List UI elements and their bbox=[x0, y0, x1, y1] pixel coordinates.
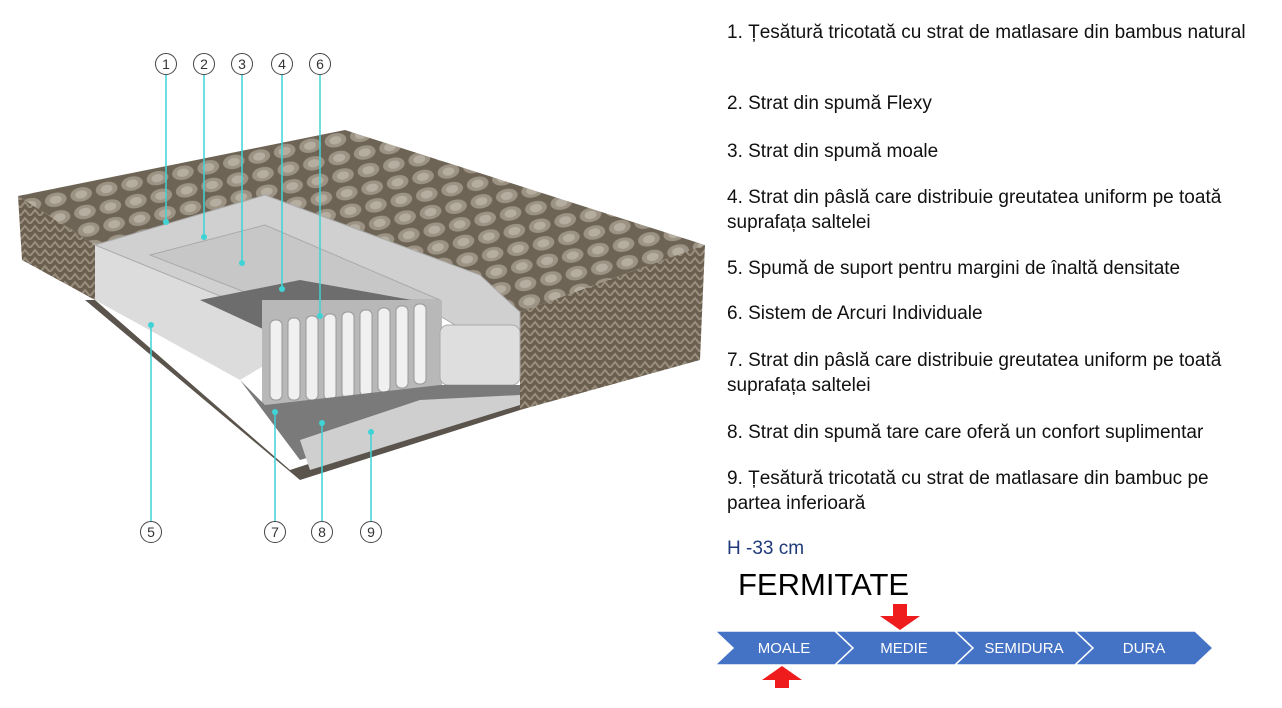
height-label: H -33 cm bbox=[727, 538, 805, 559]
firmness-title: FERMITATE bbox=[738, 567, 910, 602]
callout-dot bbox=[368, 429, 374, 435]
callout-number: 9 bbox=[367, 524, 375, 540]
callout-circle bbox=[311, 521, 333, 543]
callout-8: 8 bbox=[311, 420, 333, 543]
callout-circle bbox=[309, 53, 331, 75]
callout-dot bbox=[279, 286, 285, 292]
layer-description-2: 2. Strat din spumă Flexy bbox=[727, 93, 932, 114]
callout-circle bbox=[155, 53, 177, 75]
callout-circle bbox=[271, 53, 293, 75]
callout-dot bbox=[201, 234, 207, 240]
callout-dot bbox=[239, 260, 245, 266]
firmness-level-semidura bbox=[953, 630, 1095, 666]
layer-description-6: 6. Sistem de Arcuri Individuale bbox=[727, 303, 983, 324]
layer-description-3: 3. Strat din spumă moale bbox=[727, 141, 939, 162]
callout-circle bbox=[264, 521, 286, 543]
callout-dot bbox=[319, 420, 325, 426]
layer-description-5: 5. Spumă de suport pentru margini de îna… bbox=[727, 258, 1181, 279]
marker-up-arrow bbox=[762, 666, 802, 688]
firmness-level-medie bbox=[833, 630, 975, 666]
callout-5: 5 bbox=[140, 322, 162, 543]
firmness-level-label: SEMIDURA bbox=[984, 640, 1063, 657]
firmness-level-label: MEDIE bbox=[880, 640, 928, 657]
callout-number: 5 bbox=[147, 524, 155, 540]
callout-7: 7 bbox=[264, 409, 286, 543]
callout-1: 1 bbox=[155, 53, 177, 225]
firmness-level-dura bbox=[1073, 630, 1215, 666]
callout-circle bbox=[360, 521, 382, 543]
callout-number: 2 bbox=[200, 56, 208, 72]
firmness-level-label: DURA bbox=[1123, 640, 1166, 657]
callout-dot bbox=[272, 409, 278, 415]
callout-circle bbox=[140, 521, 162, 543]
callout-number: 1 bbox=[162, 56, 170, 72]
callout-6: 6 bbox=[309, 53, 331, 319]
firmness-level-moale bbox=[713, 630, 855, 666]
callout-dot bbox=[148, 322, 154, 328]
callout-3: 3 bbox=[231, 53, 253, 266]
mattress-cutaway-diagram: 1 2 3 4 5 6 7 8 9 bbox=[18, 53, 705, 543]
callout-2: 2 bbox=[193, 53, 215, 240]
callout-circle bbox=[231, 53, 253, 75]
callout-dot bbox=[163, 219, 169, 225]
layer-description-4: 4. Strat din pâslă care distribuie greut… bbox=[727, 187, 1222, 233]
firmness-level-label: MOALE bbox=[758, 640, 811, 657]
layer-description-9: 9. Țesătură tricotată cu strat de matlas… bbox=[727, 468, 1209, 514]
callout-markers: 1 2 3 4 5 6 7 8 9 bbox=[140, 53, 382, 543]
layer-description-7: 7. Strat din pâslă care distribuie greut… bbox=[727, 350, 1222, 396]
callout-9: 9 bbox=[360, 429, 382, 543]
callout-number: 4 bbox=[278, 56, 286, 72]
callout-dot bbox=[317, 313, 323, 319]
marker-down-arrow bbox=[880, 604, 920, 630]
layer-description-1: 1. Țesătură tricotată cu strat de matlas… bbox=[727, 22, 1246, 43]
callout-4: 4 bbox=[271, 53, 293, 292]
callout-number: 6 bbox=[316, 56, 324, 72]
callout-circle bbox=[193, 53, 215, 75]
callout-number: 7 bbox=[271, 524, 279, 540]
mattress-illustration bbox=[18, 130, 705, 480]
layer-description-8: 8. Strat din spumă tare care oferă un co… bbox=[727, 422, 1204, 443]
callout-number: 3 bbox=[238, 56, 246, 72]
callout-number: 8 bbox=[318, 524, 326, 540]
